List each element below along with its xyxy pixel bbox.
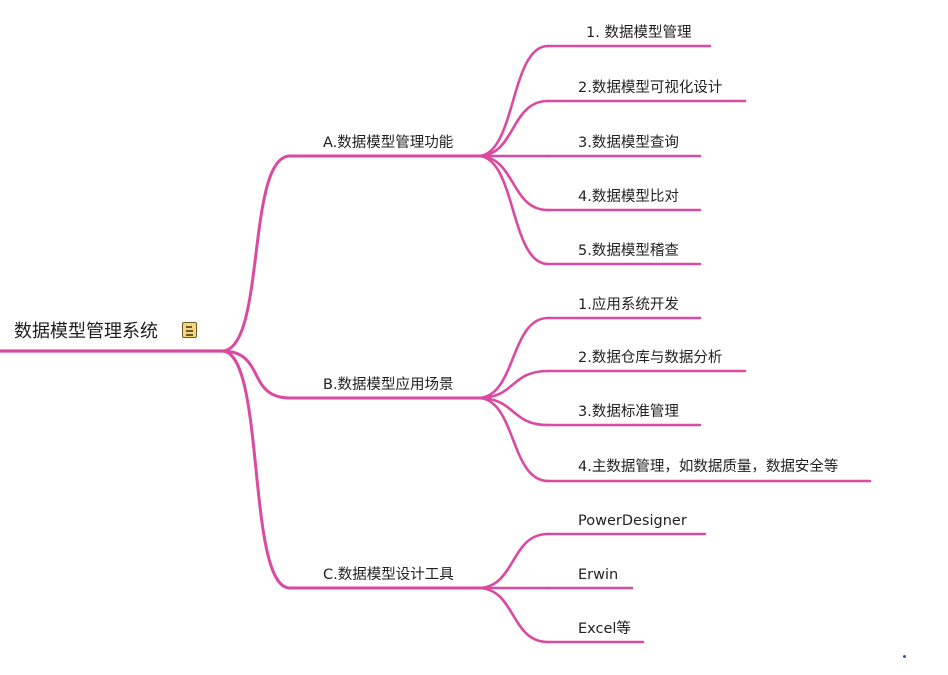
branch-b-item-3[interactable]: 3.数据标准管理	[578, 404, 679, 420]
connector-c-1	[476, 532, 550, 590]
root-node-label[interactable]: 数据模型管理系统	[14, 321, 158, 342]
branch-a-item-5[interactable]: 5.数据模型稽查	[578, 243, 679, 259]
blue-dot-marker	[903, 655, 906, 658]
branch-c-item-1[interactable]: PowerDesigner	[578, 513, 687, 529]
connector-a-5	[476, 154, 550, 266]
branch-b-label[interactable]: B.数据模型应用场景	[323, 377, 454, 393]
branch-a-item-2[interactable]: 2.数据模型可视化设计	[578, 80, 723, 96]
connector-b-4	[476, 396, 550, 483]
branch-a-item-4[interactable]: 4.数据模型比对	[578, 189, 679, 205]
branch-b-item-1[interactable]: 1.应用系统开发	[578, 297, 679, 313]
connector-c-3	[476, 586, 550, 644]
connector-root-c	[220, 349, 292, 590]
branch-a-item-1[interactable]: 1. 数据模型管理	[586, 25, 692, 41]
connector-root-b	[220, 349, 292, 400]
connector-b-2	[476, 369, 550, 400]
branch-c-item-3[interactable]: Excel等	[578, 621, 631, 637]
connector-root-a	[220, 154, 292, 353]
note-icon[interactable]	[182, 322, 197, 338]
connector-a-2	[476, 99, 550, 158]
connector-b-1	[476, 316, 550, 400]
branch-c-label[interactable]: C.数据模型设计工具	[323, 567, 454, 583]
connector-b-3	[476, 396, 550, 427]
branch-c-item-2[interactable]: Erwin	[578, 567, 619, 583]
connector-a-4	[476, 154, 550, 212]
connector-a-1	[476, 44, 550, 158]
branch-a-label[interactable]: A.数据模型管理功能	[323, 135, 454, 151]
branch-a-item-3[interactable]: 3.数据模型查询	[578, 135, 679, 151]
branch-b-item-2[interactable]: 2.数据仓库与数据分析	[578, 350, 723, 366]
branch-b-item-4[interactable]: 4.主数据管理，如数据质量，数据安全等	[578, 459, 839, 475]
